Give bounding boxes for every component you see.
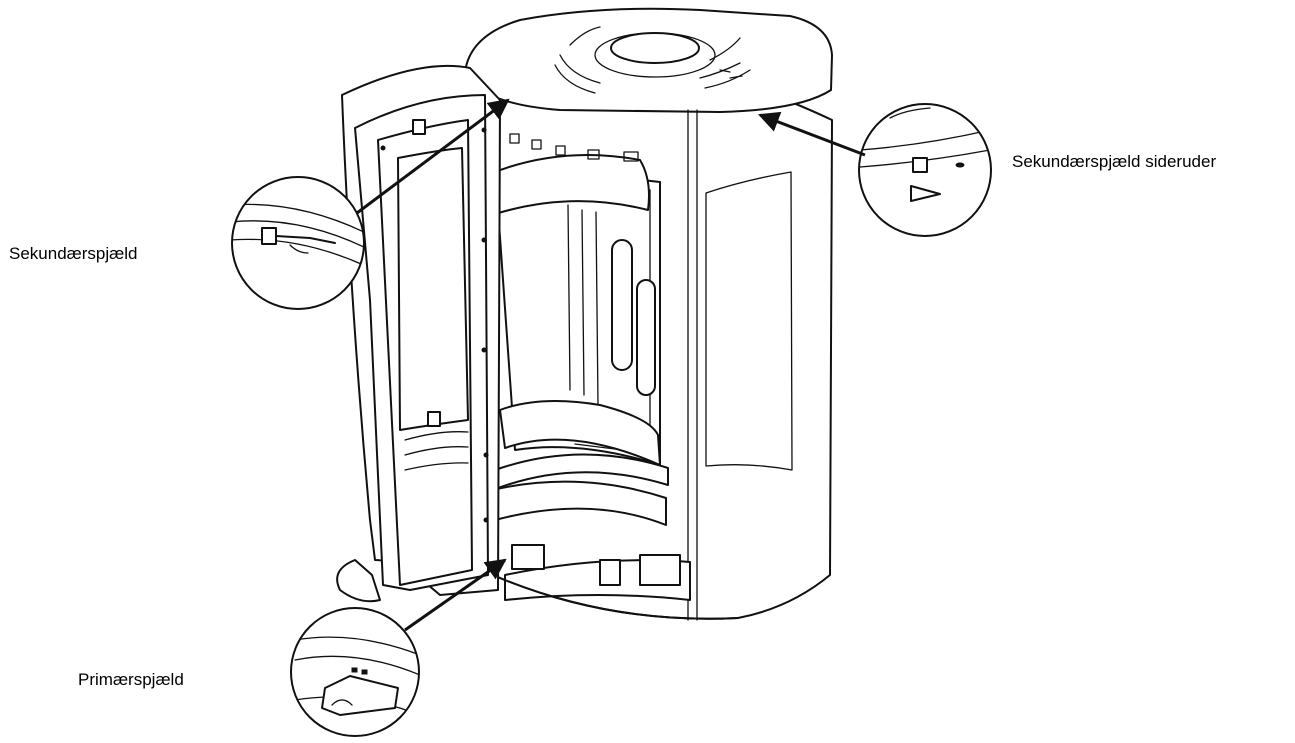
stove-door bbox=[336, 64, 501, 603]
detail-circle-secondary bbox=[231, 176, 365, 310]
label-secondary-damper-side-windows: Sekundærspjæld sideruder bbox=[1012, 152, 1217, 171]
arrow-primary bbox=[404, 558, 507, 632]
label-primary-damper: Primærspjæld bbox=[78, 670, 184, 689]
stove-body bbox=[464, 7, 833, 621]
detail-circle-primary bbox=[290, 607, 420, 737]
detail-circle-side-windows bbox=[858, 103, 992, 237]
label-secondary-damper: Sekundærspjæld bbox=[9, 244, 138, 263]
arrow-side-windows bbox=[758, 111, 866, 157]
arrow-secondary bbox=[356, 98, 510, 215]
